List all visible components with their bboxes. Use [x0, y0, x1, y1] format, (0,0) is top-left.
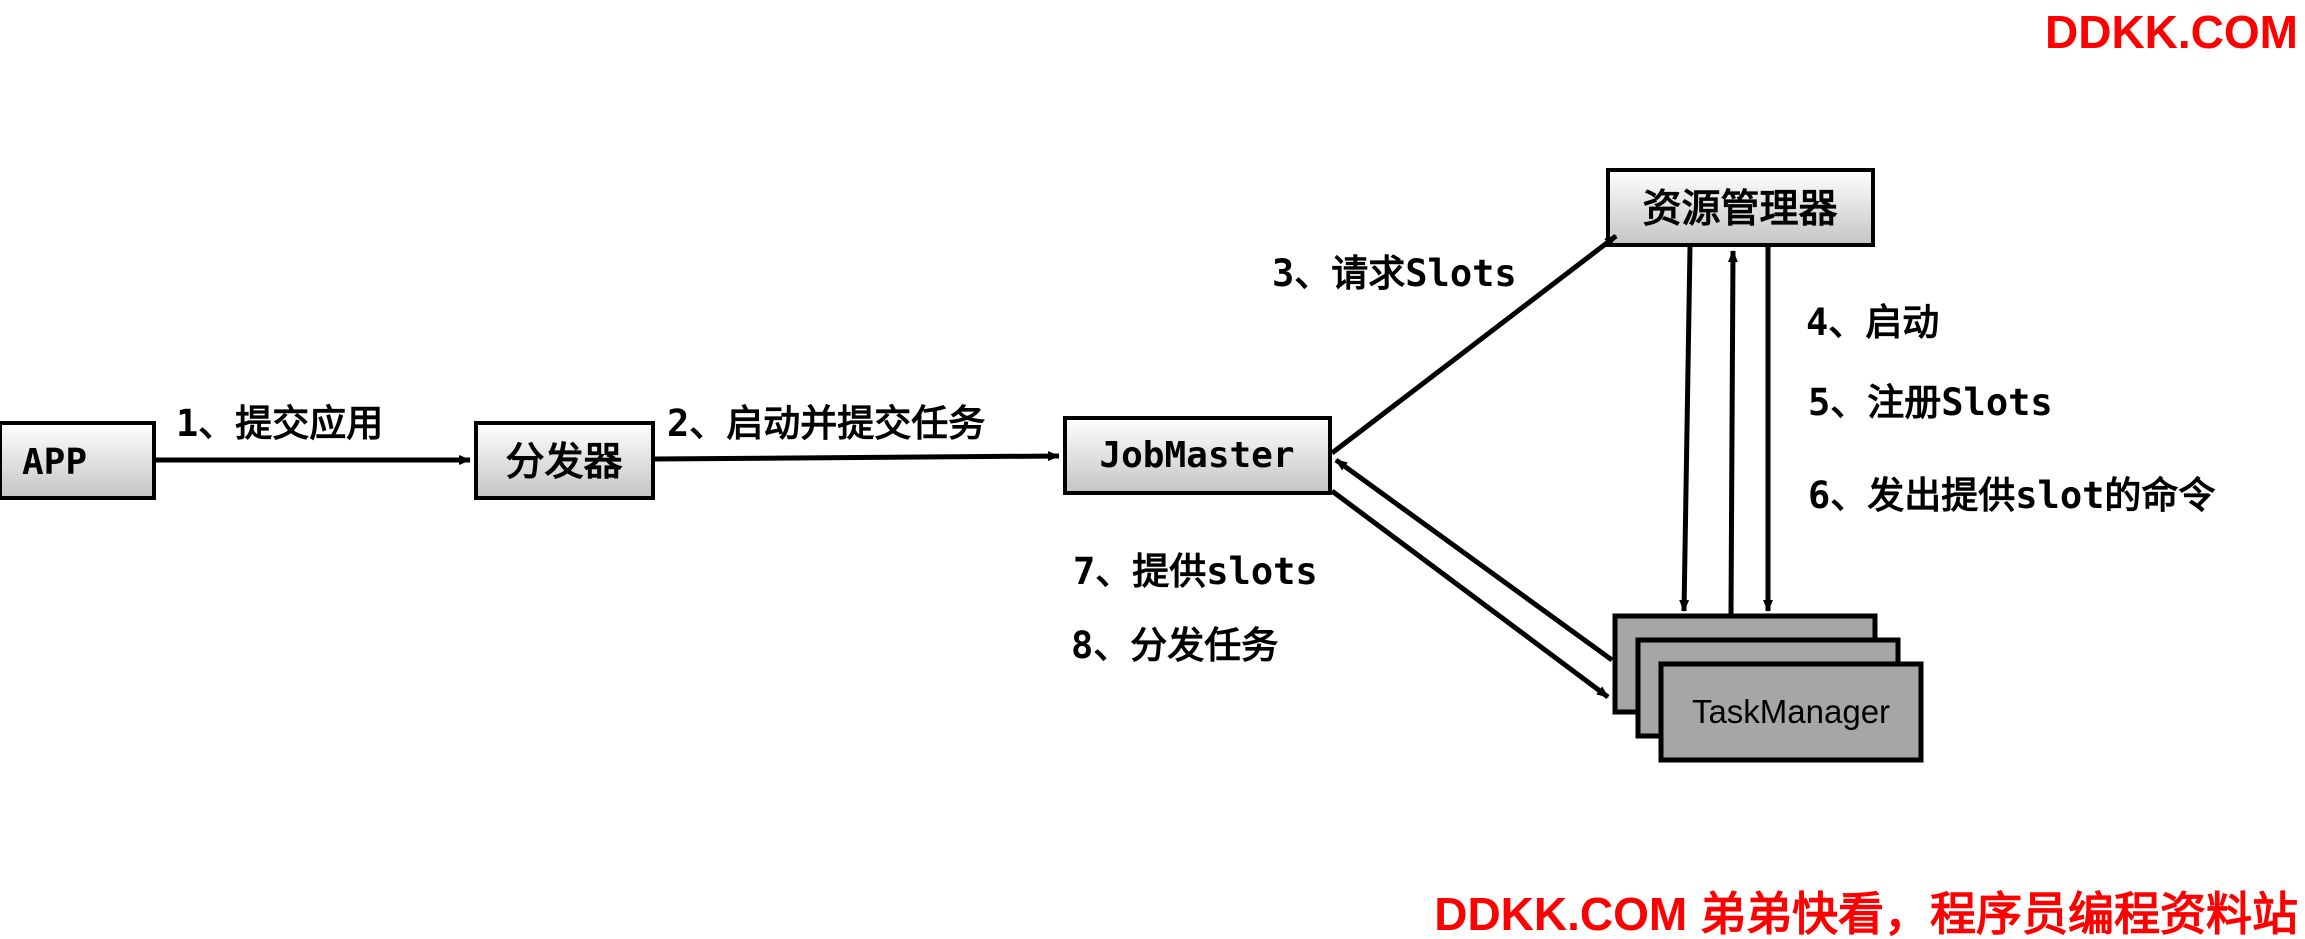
label-start: 4、启动 — [1806, 301, 1939, 344]
watermark-bottom: DDKK.COM 弟弟快看，程序员编程资料站 — [1434, 888, 2298, 939]
task-manager-box-front — [1658, 661, 1924, 763]
label-register-slots: 5、注册Slots — [1808, 381, 2053, 424]
app-node: APP — [0, 421, 156, 500]
arrow-dispatcher-to-jobmaster — [654, 451, 1060, 462]
arrow-jobmaster-to-resource-manager — [1330, 234, 1618, 455]
app-label: APP — [22, 442, 87, 483]
label-issue-slot-command: 6、发出提供slot的命令 — [1808, 474, 2216, 517]
arrow-task-manager-register-slots — [1727, 250, 1738, 615]
arrow-jobmaster-distribute-tasks — [1330, 488, 1610, 700]
dispatcher-label: 分发器 — [505, 440, 623, 485]
label-distribute-tasks: 8、分发任务 — [1071, 624, 1278, 667]
label-request-slots: 3、请求Slots — [1272, 252, 1517, 295]
dispatcher-node: 分发器 — [474, 421, 655, 500]
resource-manager-label: 资源管理器 — [1642, 187, 1838, 232]
task-manager-label: TaskManager — [1692, 693, 1890, 730]
task-manager-stack: TaskManager — [1612, 613, 1924, 763]
resource-manager-node: 资源管理器 — [1606, 168, 1875, 247]
label-submit-app: 1、提交应用 — [176, 402, 383, 445]
arrow-task-manager-provide-slots — [1334, 457, 1614, 663]
label-provide-slots: 7、提供slots — [1073, 550, 1318, 593]
arrow-resource-manager-start-task-manager — [1679, 246, 1693, 612]
jobmaster-node: JobMaster — [1063, 416, 1332, 495]
watermark-top: DDKK.COM — [2045, 6, 2298, 58]
label-start-submit-task: 2、启动并提交任务 — [667, 402, 985, 445]
jobmaster-label: JobMaster — [1099, 435, 1294, 476]
